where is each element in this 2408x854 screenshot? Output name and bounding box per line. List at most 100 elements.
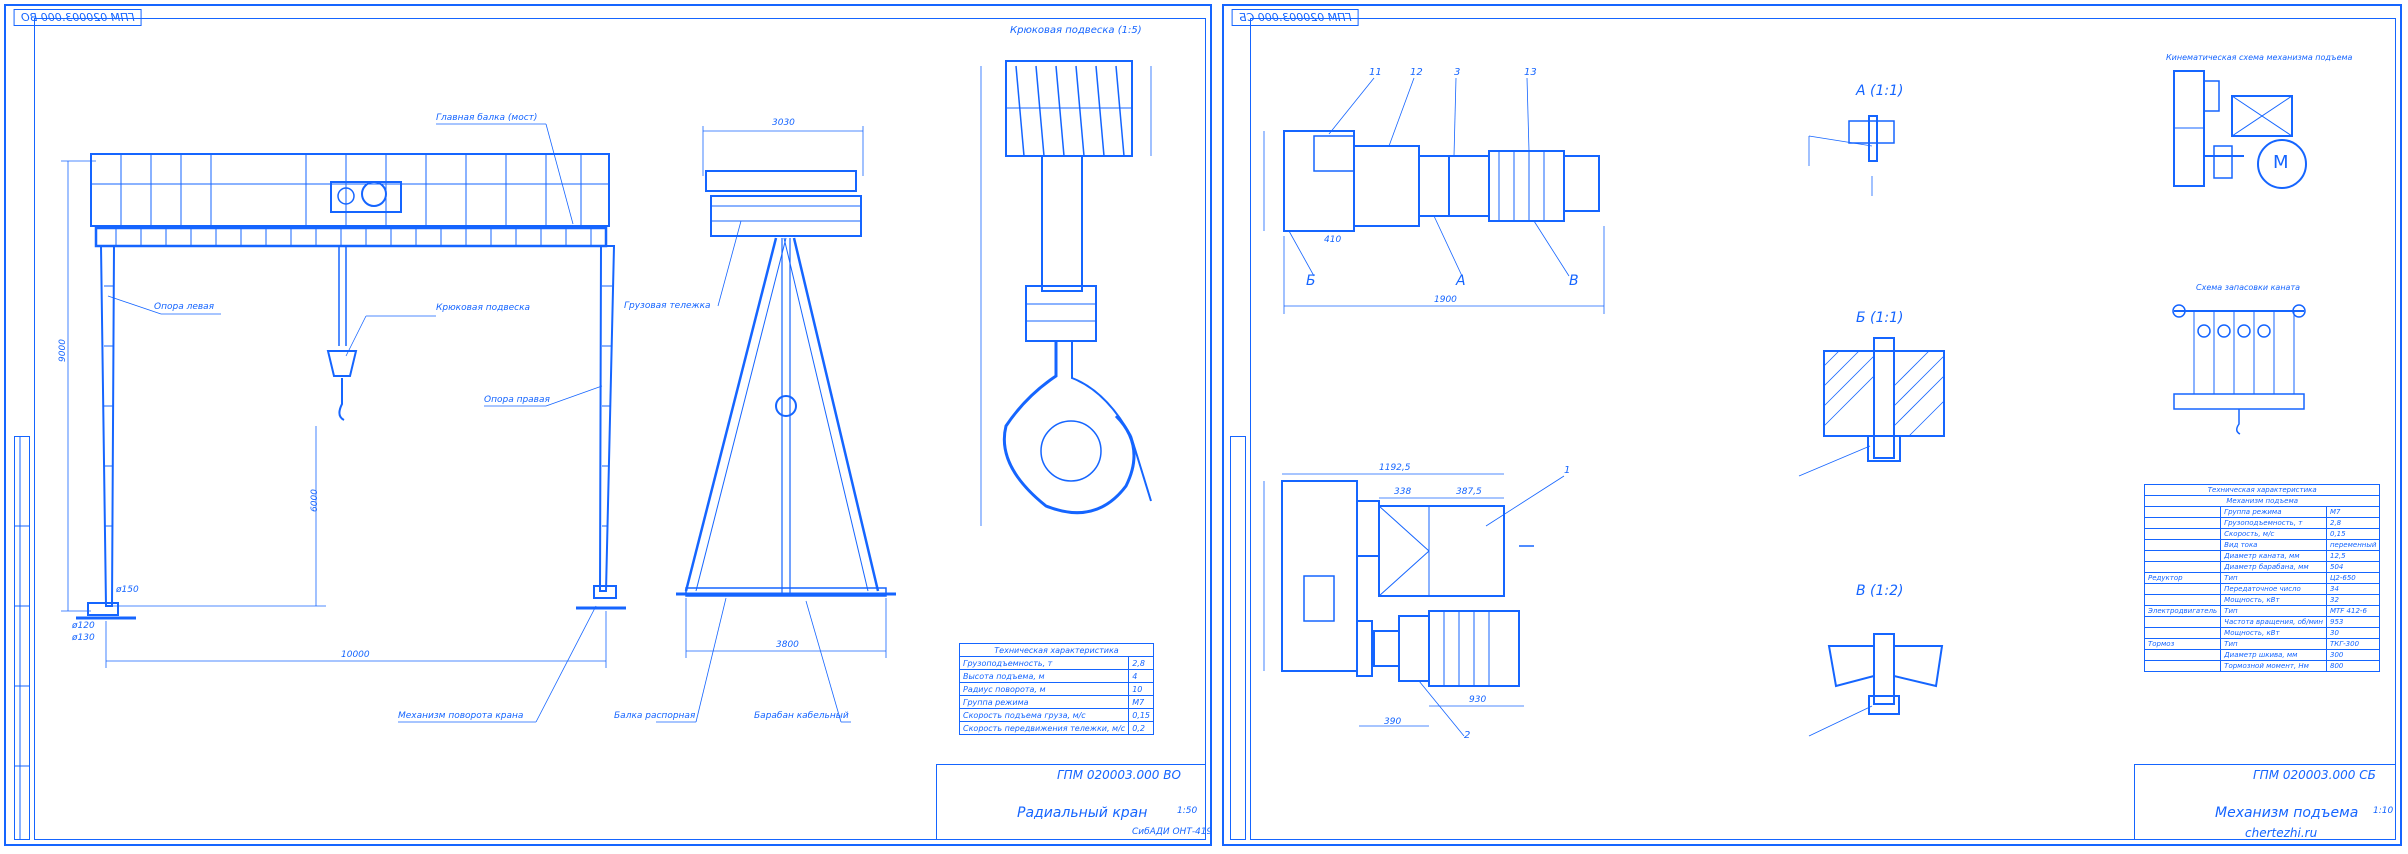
title-name: Радиальный кран bbox=[1017, 805, 1148, 821]
label-trolley: Грузовая тележка bbox=[624, 301, 711, 311]
spec-cell bbox=[2143, 506, 2222, 518]
spec-cell: 504 bbox=[2325, 561, 2381, 573]
rope-title: Схема запасовки каната bbox=[2196, 283, 2301, 292]
dim-a: 338 bbox=[1394, 487, 1412, 497]
dim-height: 9000 bbox=[57, 339, 68, 362]
spec-cell bbox=[2143, 627, 2222, 639]
dim-total: 1192,5 bbox=[1379, 463, 1411, 473]
spec-cell: ТКГ-300 bbox=[2325, 638, 2381, 650]
gearbox-top bbox=[1281, 480, 1358, 672]
spec-cell: Мощность, кВт bbox=[2220, 627, 2327, 639]
spec-cell bbox=[2143, 594, 2222, 606]
callout: 2 bbox=[1464, 730, 1471, 741]
inner-frame bbox=[1250, 18, 2396, 840]
kinematic-title: Кинематическая схема механизма подъема bbox=[2166, 53, 2353, 62]
spec-cell: Мощность, кВт bbox=[2220, 594, 2327, 606]
section-a bbox=[1848, 120, 1895, 144]
spec-cell: Группа режима bbox=[2220, 506, 2327, 518]
spec-cell: Частота вращения, об/мин bbox=[2220, 616, 2327, 628]
section-marker: B bbox=[1569, 273, 1579, 289]
dim-c: 930 bbox=[1469, 695, 1487, 705]
spec-cell bbox=[2143, 561, 2222, 573]
spec-cell: Скорость, м/с bbox=[2220, 528, 2327, 540]
spec-cell: Грузоподъемность, т bbox=[2220, 517, 2327, 529]
drawing-sheet-left: ГПМ 020003.000 ВО bbox=[4, 4, 1212, 846]
dim-base-width: 3800 bbox=[776, 640, 799, 650]
spec-cell: Тип bbox=[2220, 605, 2327, 617]
spec-cell: 4 bbox=[1128, 669, 1154, 683]
spec-cell bbox=[2143, 649, 2222, 661]
spec-title: Техническая характеристика bbox=[2143, 484, 2381, 496]
section-v bbox=[1827, 645, 1875, 688]
dim-span: 10000 bbox=[341, 650, 370, 660]
spec-cell: Диаметр барабана, мм bbox=[2220, 561, 2327, 573]
spec-cell: М7 bbox=[1128, 695, 1154, 709]
label-spreader: Балка распорная bbox=[614, 711, 696, 721]
spec-cell: 34 bbox=[2325, 583, 2381, 595]
dim-anchor-b: ø130 bbox=[72, 633, 95, 643]
spec-cell: 0,15 bbox=[2325, 528, 2381, 540]
spec-cell: 12,5 bbox=[2325, 550, 2381, 562]
left-leg bbox=[99, 245, 116, 607]
spec-cell: Скорость передвижения тележки, м/с bbox=[958, 721, 1130, 735]
hook-view-title: Крюковая подвеска (1:5) bbox=[1010, 25, 1142, 36]
spec-cell bbox=[2143, 517, 2222, 529]
side-trolley-frame bbox=[705, 170, 857, 192]
drawing-sheet-right: ГПМ 020003.000 СБ bbox=[1222, 4, 2402, 846]
spec-cell: 800 bbox=[2325, 660, 2381, 672]
spec-cell: М7 bbox=[2325, 506, 2381, 518]
dim-length: 1900 bbox=[1434, 295, 1457, 305]
title-name: Механизм подъема bbox=[2215, 805, 2359, 821]
spec-cell: Диаметр шкива, мм bbox=[2220, 649, 2327, 661]
spec-cell: 30 bbox=[2325, 627, 2381, 639]
spec-cell: 953 bbox=[2325, 616, 2381, 628]
spec-cell: Вид тока bbox=[2220, 539, 2327, 551]
spec-cell: MTF 412-6 bbox=[2325, 605, 2381, 617]
spec-cell: Радиус поворота, м bbox=[958, 682, 1130, 696]
spec-cell: Группа режима bbox=[958, 695, 1130, 709]
title-code: ГПМ 020003.000 СБ bbox=[2253, 768, 2376, 782]
crane-drawing bbox=[14, 60, 1152, 840]
spec-cell: Диаметр каната, мм bbox=[2220, 550, 2327, 562]
view-b-title: Б (1:1) bbox=[1856, 310, 1904, 326]
title-scale: 1:50 bbox=[1177, 806, 1198, 816]
title-scale: 1:10 bbox=[2373, 806, 2394, 816]
label-left-leg: Опора левая bbox=[154, 302, 215, 312]
inner-frame bbox=[34, 18, 1206, 840]
title-block-left: ГПМ 020003.000 ВО Радиальный кран 1:50 С… bbox=[936, 764, 1212, 840]
trolley-top bbox=[330, 181, 402, 213]
spec-cell: 2,8 bbox=[2325, 517, 2381, 529]
label-main-beam: Главная балка (мост) bbox=[436, 113, 538, 123]
spec-cell: Тормоз bbox=[2143, 638, 2222, 650]
right-leg bbox=[598, 245, 616, 592]
spec-cell: Тормозной момент, Нм bbox=[2220, 660, 2327, 672]
main-beam-truss bbox=[90, 153, 610, 227]
section-marker: Б bbox=[1306, 273, 1316, 289]
dim-b: 387,5 bbox=[1456, 487, 1482, 497]
view-v-title: В (1:2) bbox=[1856, 583, 1904, 599]
label-cable-drum: Барабан кабельный bbox=[754, 711, 849, 721]
spec-cell: 10 bbox=[1128, 682, 1154, 696]
dim-anchor-a: ø120 bbox=[72, 621, 95, 631]
callout: 3 bbox=[1454, 67, 1461, 78]
spec-subtitle: Механизм подъема bbox=[2143, 495, 2381, 507]
title-org: СибАДИ ОНТ-419 bbox=[1132, 827, 1213, 837]
callout: 13 bbox=[1524, 67, 1537, 78]
hook-shape bbox=[1002, 341, 1136, 515]
side-stamp bbox=[14, 436, 30, 840]
dim-e: 410 bbox=[1324, 235, 1342, 245]
spec-cell: Редуктор bbox=[2143, 572, 2222, 584]
dim-d: 390 bbox=[1384, 717, 1402, 727]
watermark: chertezhi.ru bbox=[2245, 826, 2318, 840]
spec-cell: переменный bbox=[2325, 539, 2381, 551]
spec-cell bbox=[2143, 539, 2222, 551]
